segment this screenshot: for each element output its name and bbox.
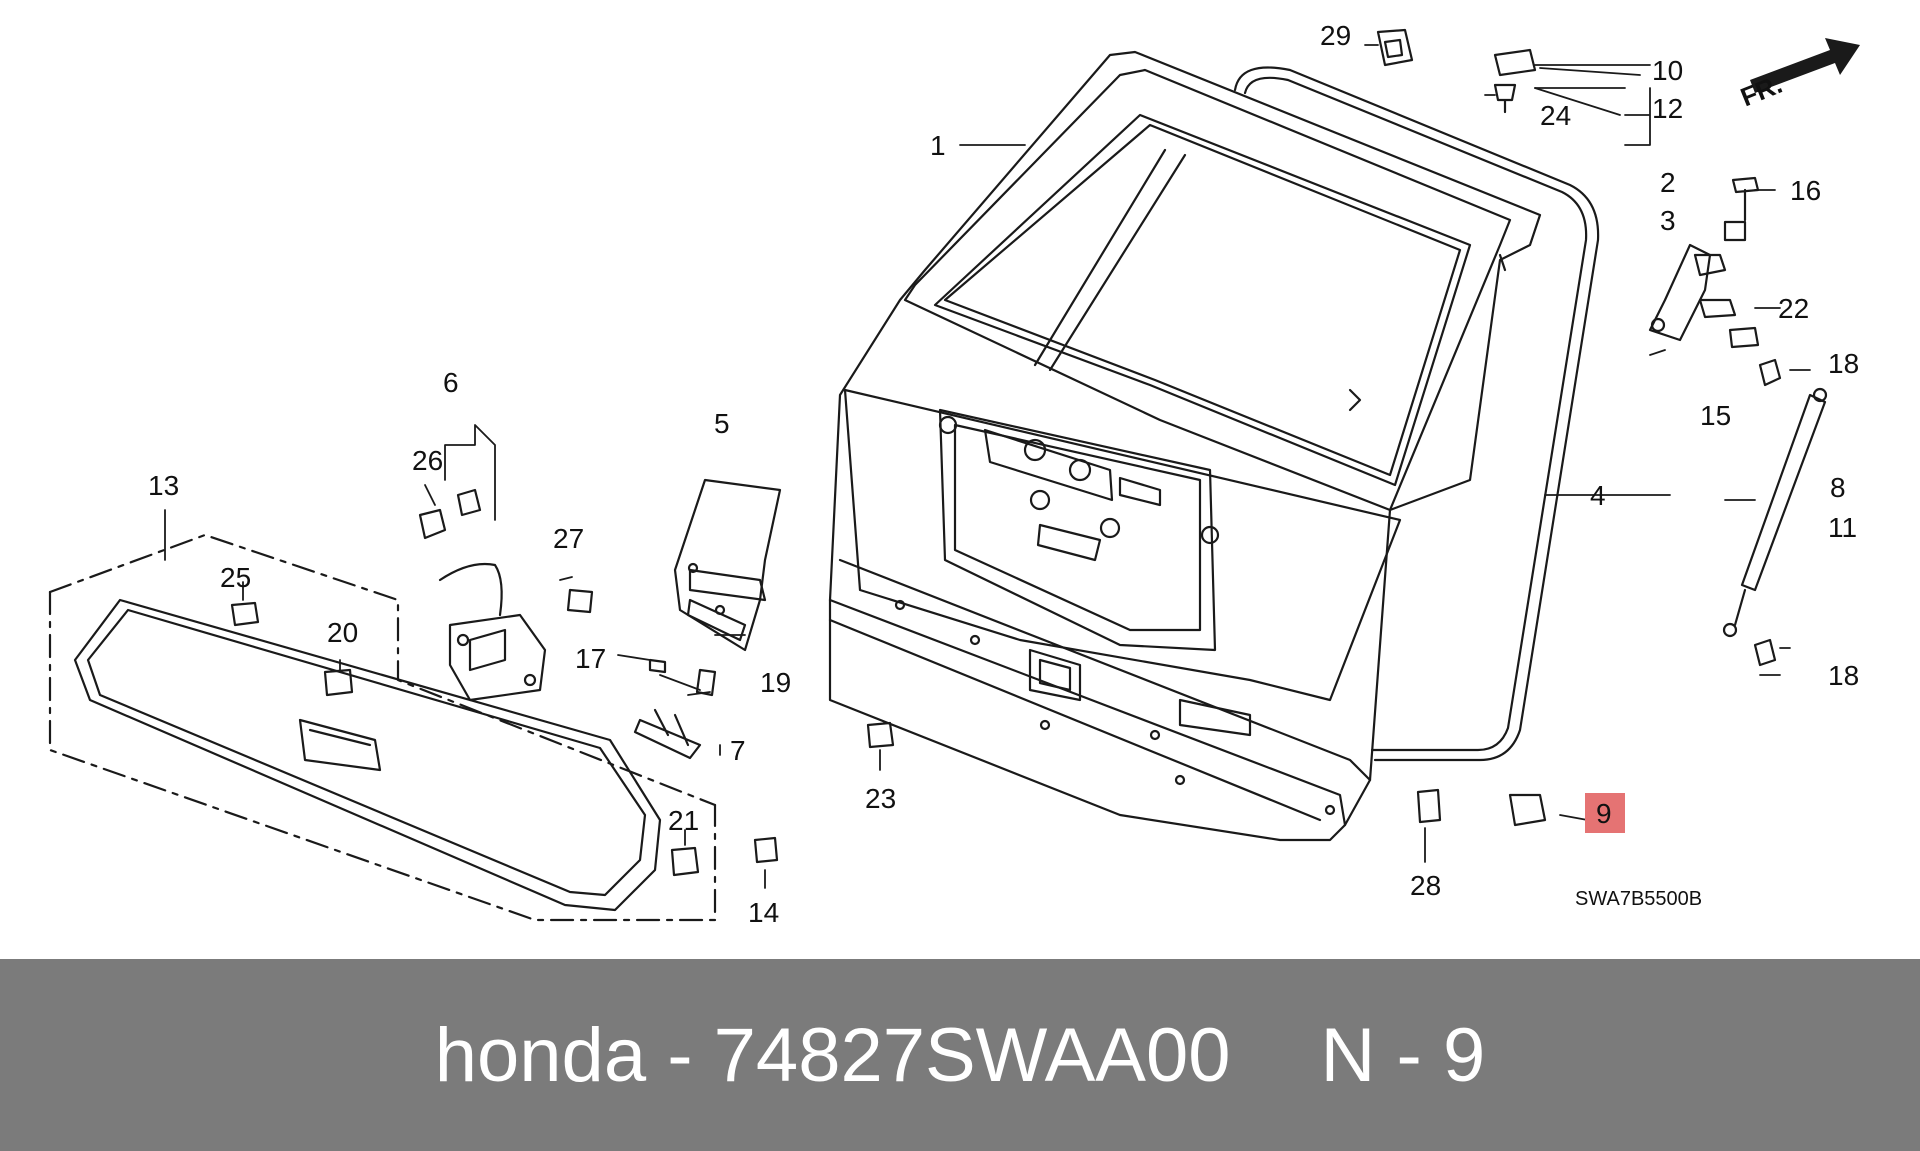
callout-23: 23 xyxy=(865,783,896,814)
callout-3: 3 xyxy=(1660,205,1676,236)
callout-29: 29 xyxy=(1320,20,1351,51)
callout-1: 1 xyxy=(930,130,946,161)
callout-19: 19 xyxy=(760,667,791,698)
callout-7: 7 xyxy=(730,735,746,766)
diagram-code: SWA7B5500B xyxy=(1575,888,1702,910)
callout-18-bottom: 18 xyxy=(1828,660,1859,691)
gas-strut-drawing xyxy=(1722,387,1828,638)
tailgate-drawing xyxy=(828,50,1542,842)
callout-9: 9 xyxy=(1596,798,1612,829)
hinge-drawing xyxy=(1648,243,1727,342)
callout-22: 22 xyxy=(1778,293,1809,324)
callout-15: 15 xyxy=(1700,400,1731,431)
callout-18-top: 18 xyxy=(1828,348,1859,379)
footer-bar: honda - 74827SWAA00 N - 9 xyxy=(0,959,1920,1151)
parts-diagram: FR. 1 2 3 4 5 6 7 8 9 10 11 12 13 14 15 … xyxy=(48,20,1860,928)
callout-11: 11 xyxy=(1828,512,1857,543)
callout-10: 10 xyxy=(1652,55,1683,86)
direction-arrow: FR. xyxy=(1736,38,1860,112)
callout-labels: 1 2 3 4 5 6 7 8 9 10 11 12 13 14 15 16 1… xyxy=(148,20,1859,928)
fasteners xyxy=(230,28,1782,877)
callout-4: 4 xyxy=(1590,480,1606,511)
callout-13: 13 xyxy=(148,470,179,501)
footer-dash: - xyxy=(667,1012,693,1098)
callout-25: 25 xyxy=(220,562,251,593)
callout-24: 24 xyxy=(1540,100,1571,131)
callout-28: 28 xyxy=(1410,870,1441,901)
callout-6: 6 xyxy=(443,367,459,398)
striker-drawing xyxy=(633,708,702,760)
footer-brand: honda xyxy=(434,1012,647,1098)
garnish-dashed-outline xyxy=(48,533,717,922)
weatherstrip-drawing xyxy=(1233,66,1600,762)
callout-27: 27 xyxy=(553,523,584,554)
highlight-box xyxy=(1585,793,1625,833)
callout-20: 20 xyxy=(327,617,358,648)
footer-ref-number: 9 xyxy=(1442,1012,1486,1098)
footer-part-number: 74827SWAA00 xyxy=(713,1012,1231,1098)
callout-5: 5 xyxy=(714,408,730,439)
callout-21: 21 xyxy=(668,805,699,836)
callout-14: 14 xyxy=(748,897,779,928)
footer-ref-prefix: N - xyxy=(1320,1012,1443,1098)
footer-separator: - xyxy=(646,1012,714,1099)
callout-12: 12 xyxy=(1652,93,1683,124)
callout-26: 26 xyxy=(412,445,443,476)
callout-16: 16 xyxy=(1790,175,1821,206)
garnish-drawing xyxy=(73,598,662,912)
latch-drawing xyxy=(673,478,782,652)
diagram-svg: FR. 1 2 3 4 5 6 7 8 9 10 11 12 13 14 15 … xyxy=(48,20,1860,928)
switch-drawing xyxy=(418,488,547,702)
callout-2: 2 xyxy=(1660,167,1676,198)
callout-8: 8 xyxy=(1830,472,1846,503)
callout-17: 17 xyxy=(575,643,606,674)
